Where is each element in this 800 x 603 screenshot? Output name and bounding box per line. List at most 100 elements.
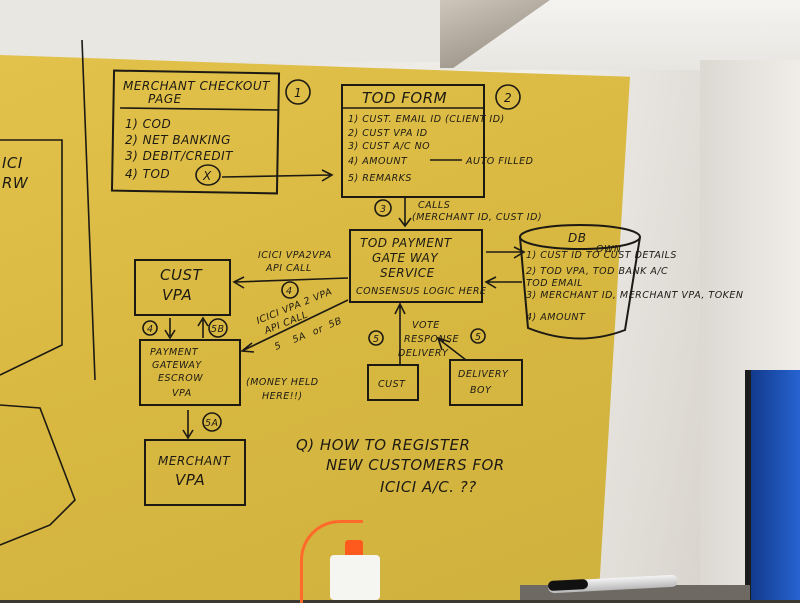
vpa2vpa-step-3: or bbox=[311, 323, 326, 337]
db-note-own: OWN bbox=[596, 244, 621, 255]
charger-adapter bbox=[330, 555, 380, 600]
arrow-up-cust-vpa bbox=[197, 316, 209, 338]
box2-item-5: 5) REMARKS bbox=[348, 173, 412, 184]
arrow-to-escrow bbox=[239, 299, 349, 353]
payment-gateway-service-box: TOD PAYMENT GATE WAY SERVICE CONSENSUS L… bbox=[349, 229, 486, 303]
merchant-vpa-line1: MERCHANT bbox=[158, 454, 231, 468]
delivery-boy-box: DELIVERY BOY bbox=[449, 359, 523, 406]
db-item-1: 1) CUST ID TO CUST DETAILS bbox=[526, 250, 677, 261]
step-3-label: 3 bbox=[380, 204, 387, 215]
step-2-circle bbox=[495, 84, 521, 110]
arrow-calls bbox=[398, 197, 412, 228]
box2-item-3: 3) CUST A/C NO bbox=[348, 141, 430, 152]
arrow-right-label: 5B bbox=[211, 324, 225, 335]
vote-line3: DELIVERY bbox=[398, 348, 449, 359]
escrow-line2: GATEWAY bbox=[152, 360, 202, 371]
merchant-checkout-box: MERCHANT CHECKOUT PAGE 1) COD 2) NET BAN… bbox=[110, 69, 281, 195]
service-line1: TOD PAYMENT bbox=[360, 236, 453, 250]
box1-item-1: 1) COD bbox=[125, 117, 171, 131]
box2-item-1: 1) CUST. EMAIL ID (CLIENT ID) bbox=[348, 114, 505, 125]
cust-box: CUST bbox=[367, 364, 419, 401]
cust-label: CUST bbox=[378, 379, 406, 390]
left-sketch-shape bbox=[0, 404, 76, 546]
box2-title: TOD FORM bbox=[362, 89, 447, 107]
step-2-label: 2 bbox=[504, 91, 512, 105]
left-edge-text-2: RW bbox=[2, 174, 29, 192]
step-4-circle bbox=[281, 281, 299, 299]
charging-cable bbox=[300, 520, 363, 603]
step-1-circle bbox=[285, 79, 311, 105]
tod-form-box: TOD FORM 1) CUST. EMAIL ID (CLIENT ID) 2… bbox=[341, 84, 533, 198]
box2-item-4: 4) AMOUNT bbox=[348, 156, 408, 167]
db-item-4: 4) AMOUNT bbox=[526, 312, 586, 323]
escrow-line4: VPA bbox=[172, 388, 192, 399]
db-title: DB bbox=[568, 231, 586, 245]
escrow-line3: ESCROW bbox=[158, 373, 203, 384]
arrow-box1-to-box2 bbox=[221, 169, 334, 182]
icici-call-line2: API CALL bbox=[265, 263, 312, 274]
arrow-from-db bbox=[484, 276, 522, 289]
vote-circle-right bbox=[470, 328, 486, 344]
arrow-left-label: 4 bbox=[147, 324, 154, 335]
vote-circle-left bbox=[368, 330, 384, 346]
service-line2: GATE WAY bbox=[372, 251, 439, 265]
service-line3: SERVICE bbox=[380, 266, 435, 280]
money-held-line1: (MONEY HELD bbox=[246, 377, 319, 388]
question-line3: ICICI A/C. ?? bbox=[380, 478, 477, 496]
calls-label-2: (MERCHANT ID, CUST ID) bbox=[412, 212, 542, 223]
calls-label-1: CALLS bbox=[418, 200, 450, 211]
arrow-down-cust-vpa bbox=[164, 318, 176, 340]
db-note-email: TOD EMAIL bbox=[526, 278, 583, 289]
marker-cap bbox=[547, 578, 589, 592]
step-5a-circle bbox=[202, 412, 222, 432]
yellow-chart-paper bbox=[0, 55, 630, 600]
monitor-edge bbox=[745, 370, 800, 600]
escrow-line1: PAYMENT bbox=[150, 347, 199, 358]
delivery-line1: DELIVERY bbox=[458, 369, 509, 380]
vote-circle-right-label: 5 bbox=[475, 332, 482, 343]
box1-title-line2: PAGE bbox=[148, 92, 182, 106]
delivery-line2: BOY bbox=[470, 385, 492, 396]
cust-vpa-box: CUST VPA bbox=[134, 259, 231, 316]
step-1-label: 1 bbox=[294, 86, 302, 100]
svg-text:X: X bbox=[202, 169, 212, 183]
arrow-vote-up bbox=[394, 302, 406, 365]
vote-circle-left-label: 5 bbox=[373, 334, 380, 345]
cust-vpa-line1: CUST bbox=[160, 266, 203, 284]
arrow-to-cust-vpa bbox=[232, 276, 349, 289]
icici-call-line1: ICICI VPA2VPA bbox=[258, 250, 332, 261]
step-5b-circle bbox=[208, 318, 228, 338]
white-paper-top bbox=[0, 0, 440, 62]
box1-item-4: 4) TOD bbox=[125, 167, 170, 181]
arrow-delivery-to-vote bbox=[436, 336, 467, 361]
box1-item-2: 2) NET BANKING bbox=[125, 133, 231, 147]
money-held-line2: HERE!!) bbox=[262, 391, 303, 402]
arrow-to-merchant-vpa bbox=[182, 410, 194, 440]
db-item-2: 2) TOD VPA, TOD BANK A/C bbox=[526, 266, 668, 277]
vpa2vpa-step-4: 5B bbox=[327, 316, 344, 331]
vote-line1: VOTE bbox=[412, 320, 440, 331]
box2-item-2: 2) CUST VPA ID bbox=[348, 128, 428, 139]
db-item-3: 3) MERCHANT ID, MERCHANT VPA, TOKEN bbox=[526, 290, 744, 301]
box1-item-3: 3) DEBIT/CREDIT bbox=[125, 149, 234, 163]
vpa2vpa-step-1: 5 bbox=[273, 340, 283, 353]
merchant-vpa-box: MERCHANT VPA bbox=[144, 439, 246, 506]
merchant-vpa-line2: VPA bbox=[175, 471, 205, 489]
db-cylinder: DB OWN 1) CUST ID TO CUST DETAILS 2) TOD… bbox=[519, 224, 744, 340]
step-4-circle-b bbox=[142, 320, 158, 336]
service-consensus: CONSENSUS LOGIC HERE bbox=[356, 286, 486, 297]
left-vertical-line bbox=[81, 39, 96, 381]
vote-line2: RESPONSE bbox=[404, 334, 459, 345]
arrow-to-db bbox=[486, 246, 526, 259]
step-4-label: 4 bbox=[286, 286, 293, 297]
step-3-circle bbox=[374, 199, 392, 217]
left-edge-box bbox=[0, 139, 63, 376]
merchant-vpa-step: 5A bbox=[205, 418, 219, 429]
auto-filled-note: AUTO FILLED bbox=[465, 156, 533, 167]
cust-vpa-line2: VPA bbox=[162, 286, 192, 304]
question-line2: NEW CUSTOMERS FOR bbox=[326, 456, 505, 474]
question-line1: Q) HOW TO REGISTER bbox=[296, 436, 470, 454]
left-edge-text-1: ICI bbox=[2, 154, 23, 172]
vpa2vpa-step-2: 5A bbox=[291, 331, 308, 346]
